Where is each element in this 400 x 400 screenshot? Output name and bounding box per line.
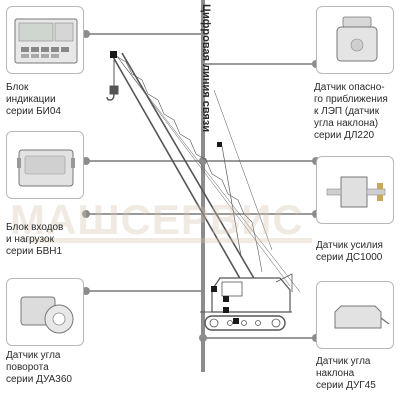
junction-dot [82,30,90,38]
bus-title: Цифровая линия связи [200,4,212,133]
power-line-proximity-sensor-icon [336,16,378,62]
node-boom-tip [110,51,117,58]
node-dl220 [217,142,222,147]
node-cab-3 [223,307,229,313]
force-sensor-icon [326,176,386,208]
ds1000-device-panel [316,156,394,224]
ds1000-label: Датчик усилия серии ДС1000 [316,240,383,263]
tilt-sensor-icon [334,305,390,329]
bvn1-device-panel [6,131,84,199]
dug45-device-panel [316,281,394,349]
junction-dot [199,334,207,342]
dl220-label: Датчик опасно- го приближения к ЛЭП (дат… [314,82,388,141]
rotation-angle-sensor-icon [20,296,74,334]
dua360-device-panel [6,278,84,346]
junction-dot [82,210,90,218]
dug45-label: Датчик угла наклона серии ДУГ45 [316,356,376,391]
junction-dot [199,157,207,165]
dua360-label: Датчик угла поворота серии ДУА360 [6,350,72,385]
display-unit-icon [14,18,78,64]
bvn1-label: Блок входов и нагрузок серии БВН1 [6,222,64,257]
node-cab-2 [223,296,229,302]
junction-dot [82,157,90,165]
junction-dot [82,287,90,295]
watermark-underline [22,238,312,243]
dl220-device-panel [316,6,394,74]
sensor-nodes [110,51,239,324]
watermark-text: МАШСЕРВИС [10,196,304,243]
crawler-crane-illustration [106,52,301,331]
bi04-device-panel [6,6,84,74]
node-track [233,318,239,324]
bi04-label: Блок индикации серии БИ04 [6,82,61,117]
node-cab-1 [211,286,217,292]
input-load-unit-icon [17,149,75,187]
